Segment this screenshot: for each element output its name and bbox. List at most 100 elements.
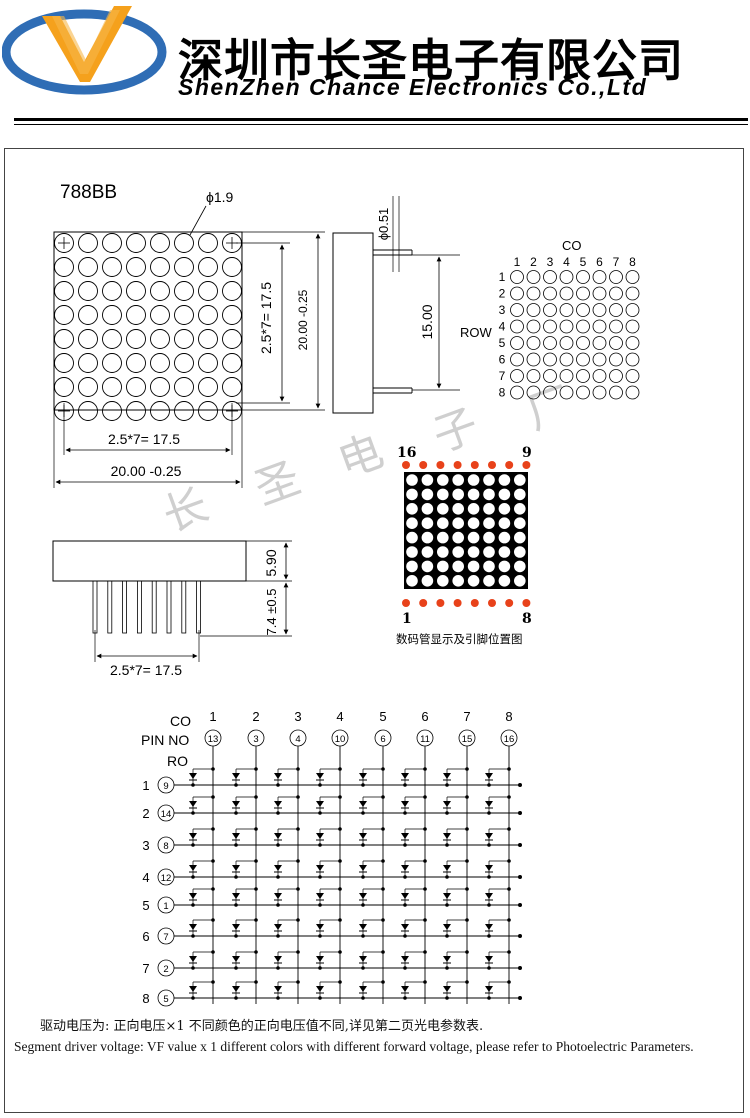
led-dot bbox=[452, 503, 465, 515]
col-number: 5 bbox=[580, 255, 587, 269]
junction-dot bbox=[403, 875, 407, 879]
diode-symbol bbox=[232, 801, 240, 807]
led-dot bbox=[406, 531, 418, 544]
drawing-frame bbox=[4, 148, 744, 1113]
matrix-dot bbox=[150, 353, 170, 373]
junction-dot bbox=[403, 843, 407, 847]
junction-dot bbox=[234, 934, 238, 938]
matrix-dot bbox=[625, 352, 640, 367]
row-pin-number: 7 bbox=[163, 932, 168, 943]
led-dot bbox=[421, 531, 434, 544]
matrix-dot bbox=[78, 281, 98, 301]
matrix-dot bbox=[576, 336, 590, 350]
matrix-dot bbox=[526, 319, 541, 334]
matrix-dot bbox=[526, 336, 541, 350]
matrix-dot bbox=[78, 377, 98, 397]
diode-symbol bbox=[274, 956, 282, 962]
matrix-dot bbox=[543, 303, 557, 317]
pin-marker bbox=[488, 461, 496, 469]
diode-symbol bbox=[485, 801, 493, 807]
matrix-dot bbox=[592, 369, 607, 383]
row-end-dot bbox=[518, 903, 522, 907]
matrix-dot bbox=[102, 329, 122, 349]
col-pin-number: 11 bbox=[420, 734, 430, 745]
pin-1-label: 1 bbox=[402, 611, 412, 627]
matrix-dot bbox=[78, 233, 98, 253]
matrix-dot bbox=[126, 281, 146, 301]
led-dot bbox=[467, 575, 480, 587]
matrix-dot bbox=[609, 319, 623, 334]
junction-dot bbox=[318, 783, 322, 787]
junction-dot bbox=[254, 795, 258, 799]
schematic-col-number: 7 bbox=[463, 709, 470, 724]
matrix-dot bbox=[576, 352, 590, 367]
junction-dot bbox=[445, 811, 449, 815]
junction-dot bbox=[403, 934, 407, 938]
row-end-dot bbox=[518, 934, 522, 938]
junction-dot bbox=[211, 887, 215, 891]
matrix-dot bbox=[78, 257, 98, 277]
matrix-dot bbox=[559, 369, 574, 383]
matrix-dot bbox=[543, 369, 557, 383]
matrix-dot bbox=[543, 286, 557, 301]
diode-symbol bbox=[443, 893, 451, 899]
matrix-dot bbox=[126, 401, 146, 421]
diode-symbol bbox=[401, 956, 409, 962]
company-logo bbox=[2, 6, 167, 95]
junction-dot bbox=[276, 843, 280, 847]
matrix-dot bbox=[559, 319, 574, 334]
junction-dot bbox=[507, 795, 511, 799]
matrix-dot bbox=[150, 257, 170, 277]
junction-dot bbox=[254, 767, 258, 771]
row-pin-number: 9 bbox=[163, 781, 168, 792]
matrix-dot bbox=[576, 303, 590, 317]
matrix-dot bbox=[78, 353, 98, 373]
junction-dot bbox=[318, 811, 322, 815]
matrix-dot bbox=[102, 353, 122, 373]
matrix-dot bbox=[609, 352, 623, 367]
pin-exposed-label: 7.4 ±0.5 bbox=[264, 589, 279, 636]
junction-dot bbox=[487, 843, 491, 847]
matrix-dot bbox=[102, 233, 122, 253]
matrix-dot bbox=[126, 305, 146, 325]
matrix-dot bbox=[54, 281, 74, 301]
junction-dot bbox=[487, 875, 491, 879]
junction-dot bbox=[423, 859, 427, 863]
schematic-col-number: 4 bbox=[336, 709, 343, 724]
led-dot bbox=[498, 517, 511, 529]
pin-marker bbox=[436, 599, 445, 607]
pin-lead bbox=[166, 580, 172, 634]
matrix-dot bbox=[174, 281, 194, 301]
matrix-dot bbox=[198, 233, 218, 253]
led-dot bbox=[483, 575, 495, 587]
junction-dot bbox=[381, 767, 385, 771]
matrix-dot bbox=[543, 336, 557, 350]
junction-dot bbox=[381, 827, 385, 831]
junction-dot bbox=[254, 859, 258, 863]
pin-lead bbox=[196, 580, 202, 634]
junction-dot bbox=[465, 950, 469, 954]
diode-symbol bbox=[189, 893, 197, 899]
col-number: 7 bbox=[613, 255, 620, 269]
junction-dot bbox=[338, 767, 342, 771]
col-pin-number: 15 bbox=[462, 734, 473, 745]
matrix-dot bbox=[126, 377, 146, 397]
junction-dot bbox=[211, 859, 215, 863]
matrix-dot bbox=[150, 329, 170, 349]
matrix-dot bbox=[150, 401, 170, 421]
matrix-dot bbox=[559, 336, 574, 350]
led-dot bbox=[514, 503, 526, 515]
junction-dot bbox=[296, 887, 300, 891]
diode-symbol bbox=[485, 833, 493, 839]
matrix-dot bbox=[609, 369, 623, 383]
junction-dot bbox=[423, 980, 427, 984]
junction-dot bbox=[276, 811, 280, 815]
junction-dot bbox=[403, 903, 407, 907]
junction-dot bbox=[276, 934, 280, 938]
led-dot bbox=[467, 503, 480, 515]
matrix-dot bbox=[102, 377, 122, 397]
col-number: 8 bbox=[629, 255, 636, 269]
junction-dot bbox=[465, 918, 469, 922]
diode-symbol bbox=[232, 893, 240, 899]
